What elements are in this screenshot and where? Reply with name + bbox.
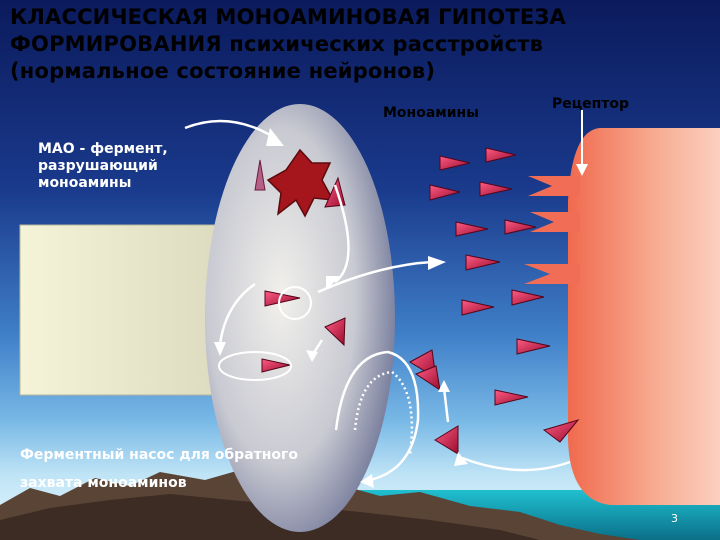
monoamine — [414, 365, 441, 392]
monoamine — [461, 299, 495, 316]
monoamine — [434, 425, 459, 455]
monoamine — [542, 419, 580, 443]
arrowhead-icon — [306, 350, 318, 362]
monoamine — [261, 358, 291, 373]
monoamine — [429, 184, 461, 201]
curved-arrow-icon — [333, 184, 350, 284]
monoamine — [511, 289, 545, 306]
arrowhead-icon — [360, 474, 374, 488]
mao-label: МАО - фермент, разрушающий моноамины — [38, 141, 168, 192]
receptor-pointer-arrowhead — [576, 164, 588, 176]
monoamine — [479, 181, 513, 197]
curved-arrow-icon — [184, 119, 276, 140]
pump-label-line-1: Ферментный насос для обратного — [20, 447, 298, 463]
transporter-ring — [278, 286, 312, 320]
title-line-3: (нормальное состояние нейронов) — [10, 59, 436, 83]
arrowheads — [214, 128, 468, 488]
title-line-2: ФОРМИРОВАНИЯ психических расстройств — [10, 32, 544, 56]
pump-label: Ферментный насос для обратного захвата м… — [20, 441, 298, 497]
receptor-1 — [528, 176, 580, 196]
monoamine — [324, 317, 346, 347]
pump-label-line-2: захвата моноаминов — [20, 475, 187, 491]
arrowhead-icon — [266, 128, 284, 146]
mao-enzyme-icon — [266, 148, 335, 218]
monoamine — [494, 389, 529, 406]
monoamine — [439, 155, 471, 171]
receptor-2 — [530, 212, 580, 232]
monoamine-fragment — [254, 159, 266, 191]
receptor-label: Рецептор — [552, 96, 630, 112]
monoamines-label: Моноамины — [383, 105, 479, 121]
pump-loop-icon — [334, 350, 420, 482]
curved-arrow-icon — [317, 260, 433, 294]
title-line-1: КЛАССИЧЕСКАЯ МОНОАМИНОВАЯ ГИПОТЕЗА — [10, 5, 566, 29]
straight-arrow-icon — [442, 387, 450, 423]
arrowhead-icon — [326, 276, 340, 290]
monoamine — [455, 221, 489, 237]
mao-label-line-3: моноамины — [38, 175, 132, 191]
vesicle-ring — [218, 351, 292, 381]
receptor-3 — [524, 264, 580, 284]
monoamine — [485, 147, 517, 163]
monoamine-cluster — [261, 147, 580, 455]
arrowhead-icon — [214, 342, 226, 356]
arrowhead-icon — [428, 256, 446, 270]
monoamine — [516, 338, 551, 355]
page-number: 3 — [671, 512, 678, 525]
monoamine — [465, 254, 501, 271]
mao-label-line-1: МАО - фермент, — [38, 141, 168, 157]
monoamine — [504, 219, 537, 235]
curved-arrow-icon — [218, 282, 256, 346]
slide-title: КЛАССИЧЕСКАЯ МОНОАМИНОВАЯ ГИПОТЕЗА ФОРМИ… — [10, 4, 566, 85]
mao-label-line-2: разрушающий — [38, 158, 158, 174]
curved-arrow-icon — [461, 456, 571, 472]
arrowhead-icon — [454, 452, 468, 466]
arrowhead-icon — [438, 380, 450, 392]
postsynaptic-neuron — [568, 128, 720, 505]
